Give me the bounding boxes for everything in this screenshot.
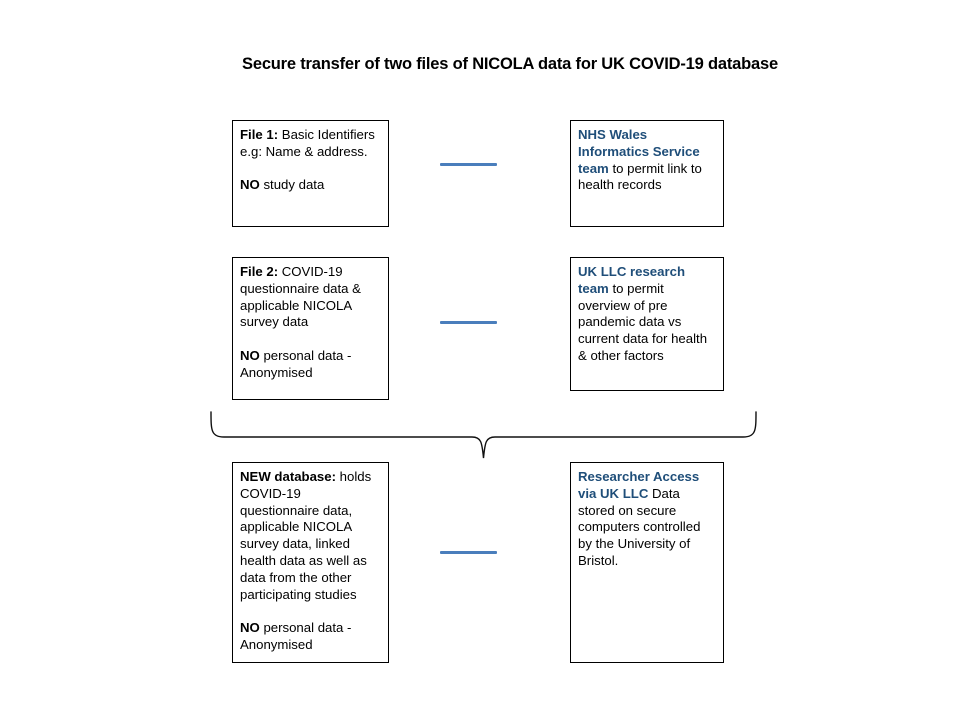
merge-brace-icon xyxy=(210,411,757,459)
page-title: Secure transfer of two files of NICOLA d… xyxy=(242,55,778,73)
new-db-line-2: COVID-19 xyxy=(240,485,301,501)
new-db-line-1-text: holds xyxy=(336,469,372,484)
file-1-line-1: File 1: Basic Identifiers xyxy=(240,127,382,144)
nhs-wales-paragraph: NHS Wales Informatics Service team to pe… xyxy=(578,127,717,194)
researcher-access-body: Data stored on secure computers controll… xyxy=(578,485,701,568)
file-2-line-3: applicable NICOLA xyxy=(240,297,353,313)
file-2-line-1-text: COVID-19 xyxy=(278,264,343,279)
file-2-line-1: File 2: COVID-19 xyxy=(240,264,382,281)
connector-line-row-3 xyxy=(440,551,497,554)
new-database-box: NEW database: holds COVID-19 questionnai… xyxy=(232,462,389,663)
file-2-no-label: NO xyxy=(240,347,260,363)
new-db-line-6: health data as well as xyxy=(240,552,367,568)
researcher-access-paragraph: Researcher Access via UK LLC Data stored… xyxy=(578,469,717,570)
new-db-line-9: NO personal data - xyxy=(240,620,382,637)
new-db-line-10: Anonymised xyxy=(240,636,313,652)
nhs-wales-body: to permit link to health records xyxy=(578,160,702,193)
file-2-line-4: survey data xyxy=(240,314,309,330)
file-1-line-3-text: study data xyxy=(259,177,325,193)
file-1-line-2: e.g: Name & address. xyxy=(240,143,368,159)
file-1-box: File 1: Basic Identifiers e.g: Name & ad… xyxy=(232,120,389,227)
file-1-line-3: NO study data xyxy=(240,177,382,194)
new-db-line-1: NEW database: holds xyxy=(240,469,382,486)
file-2-box: File 2: COVID-19 questionnaire data & ap… xyxy=(232,257,389,400)
new-db-line-5: survey data, linked xyxy=(240,536,350,552)
uk-llc-body: to permit overview of pre pandemic data … xyxy=(578,280,708,363)
new-db-line-8: participating studies xyxy=(240,586,357,602)
uk-llc-heading: UK LLC research team xyxy=(578,264,686,296)
uk-llc-paragraph: UK LLC research team to permit overview … xyxy=(578,264,717,365)
new-db-no-label: NO xyxy=(240,620,260,636)
connector-line-row-1 xyxy=(440,163,497,166)
researcher-access-heading: Researcher Access via UK LLC xyxy=(578,469,700,501)
file-2-label: File 2: xyxy=(240,264,279,279)
nhs-wales-box: NHS Wales Informatics Service team to pe… xyxy=(570,120,724,227)
new-db-line-9-text: personal data - xyxy=(259,620,352,636)
file-2-line-5-text: personal data - xyxy=(259,347,352,363)
new-db-line-7: data from the other xyxy=(240,569,352,585)
file-1-no-label: NO xyxy=(240,177,260,193)
file-2-line-5: NO personal data - xyxy=(240,348,382,365)
merge-brace xyxy=(200,403,770,465)
uk-llc-research-box: UK LLC research team to permit overview … xyxy=(570,257,724,391)
new-db-line-3: questionnaire data, xyxy=(240,502,353,518)
file-2-line-2: questionnaire data & xyxy=(240,280,361,296)
file-2-line-6: Anonymised xyxy=(240,364,313,380)
nhs-wales-heading: NHS Wales Informatics Service team xyxy=(578,127,700,176)
file-1-line-1-text: Basic Identifiers xyxy=(278,127,375,142)
researcher-access-box: Researcher Access via UK LLC Data stored… xyxy=(570,462,724,663)
connector-line-row-2 xyxy=(440,321,497,324)
new-db-line-4: applicable NICOLA xyxy=(240,519,353,535)
new-db-label: NEW database: xyxy=(240,469,336,484)
file-1-label: File 1: xyxy=(240,127,279,142)
